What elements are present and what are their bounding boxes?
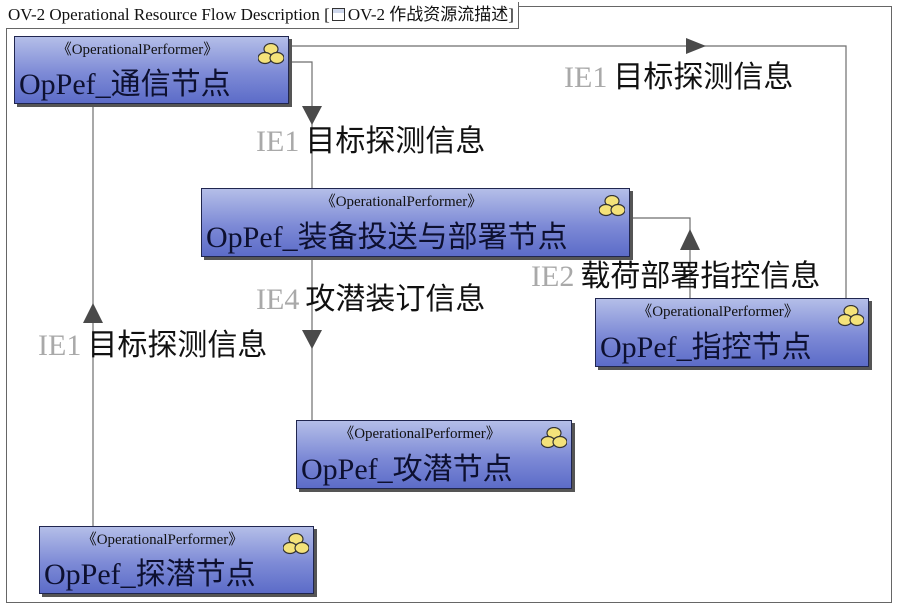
node-deploy[interactable]: 《OperationalPerformer》 OpPef_装备投送与部署节点 (201, 188, 630, 257)
node-detect-stereotype: 《OperationalPerformer》 (81, 532, 244, 548)
flow-text: 目标探测信息 (87, 329, 268, 362)
node-attack-stereotype: 《OperationalPerformer》 (339, 426, 501, 442)
node-detect-name: OpPef_探潜节点 (44, 558, 256, 591)
diagram-title-name: OV-2 作战资源流描述 (347, 5, 509, 24)
diagram-title-tab[interactable]: OV-2 Operational Resource Flow Descripti… (6, 2, 519, 29)
node-command-stereotype: 《OperationalPerformer》 (637, 304, 799, 320)
performer-icon (258, 43, 284, 65)
diagram-title-prefix: OV-2 Operational Resource Flow Descripti… (8, 5, 330, 24)
diagram-icon (331, 8, 345, 21)
flow-line-command-deploy[interactable] (630, 217, 691, 298)
flow-line-comm-command[interactable] (289, 45, 847, 298)
flow-code: IE1 (256, 125, 300, 158)
performer-icon (541, 427, 567, 449)
flow-code: IE1 (564, 61, 608, 94)
diagram-title-suffix: ] (508, 5, 514, 24)
flow-arrow-comm-deploy (302, 106, 322, 125)
flow-text: 载荷部署指控信息 (580, 260, 821, 293)
performer-icon (283, 533, 309, 555)
node-comm-stereotype: 《OperationalPerformer》 (56, 42, 219, 58)
flow-text: 目标探测信息 (613, 61, 794, 94)
performer-icon (599, 195, 625, 217)
flow-arrow-comm-command (686, 38, 706, 54)
node-deploy-stereotype: 《OperationalPerformer》 (320, 194, 483, 210)
node-attack-name: OpPef_攻潜节点 (301, 453, 513, 486)
flow-arrow-deploy-attack (302, 330, 322, 349)
flow-text: 攻潜装订信息 (305, 283, 486, 316)
node-comm-name: OpPef_通信节点 (19, 68, 231, 101)
flow-arrow-detect-comm (83, 303, 103, 323)
performer-icon (838, 305, 864, 327)
flow-text: 目标探测信息 (305, 125, 486, 158)
node-command[interactable]: 《OperationalPerformer》 OpPef_指控节点 (595, 298, 869, 367)
flow-arrow-command-deploy (680, 229, 700, 250)
flow-code: IE2 (531, 260, 575, 293)
flow-code: IE4 (256, 283, 300, 316)
flow-code: IE1 (38, 329, 82, 362)
node-detect[interactable]: 《OperationalPerformer》 OpPef_探潜节点 (39, 526, 314, 594)
node-command-name: OpPef_指控节点 (600, 331, 812, 364)
node-deploy-name: OpPef_装备投送与部署节点 (206, 221, 568, 254)
flow-line-comm-deploy[interactable] (289, 61, 313, 188)
node-comm[interactable]: 《OperationalPerformer》 OpPef_通信节点 (14, 36, 289, 104)
node-attack[interactable]: 《OperationalPerformer》 OpPef_攻潜节点 (296, 420, 572, 489)
